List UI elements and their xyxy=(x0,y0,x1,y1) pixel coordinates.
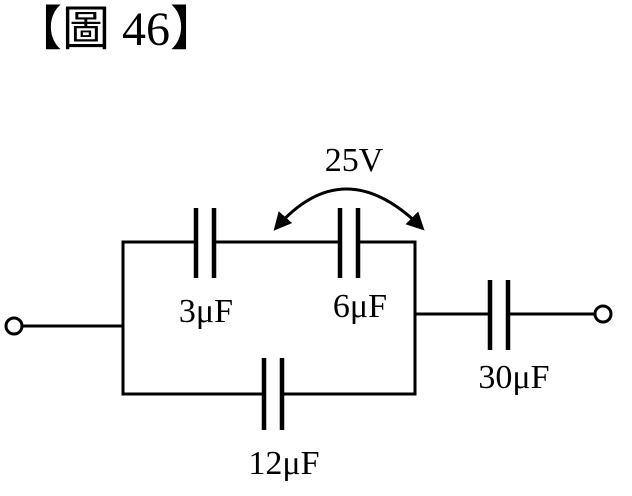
input-terminal xyxy=(4,316,24,336)
voltage-label: 25V xyxy=(325,142,384,179)
voltage-arrow xyxy=(273,187,425,231)
capacitor-3uF-label: 3μF xyxy=(179,293,233,330)
capacitor-3uF xyxy=(193,208,217,278)
capacitor-6uF-label: 6μF xyxy=(333,288,387,325)
capacitor-30uF xyxy=(487,280,511,350)
figure-title: 【圖 46】 xyxy=(14,3,219,56)
capacitor-12uF xyxy=(261,358,285,430)
capacitor-30uF-label: 30μF xyxy=(478,359,549,396)
capacitor-6uF xyxy=(337,208,361,278)
output-terminal xyxy=(593,304,613,324)
capacitor-12uF-label: 12μF xyxy=(248,445,319,482)
